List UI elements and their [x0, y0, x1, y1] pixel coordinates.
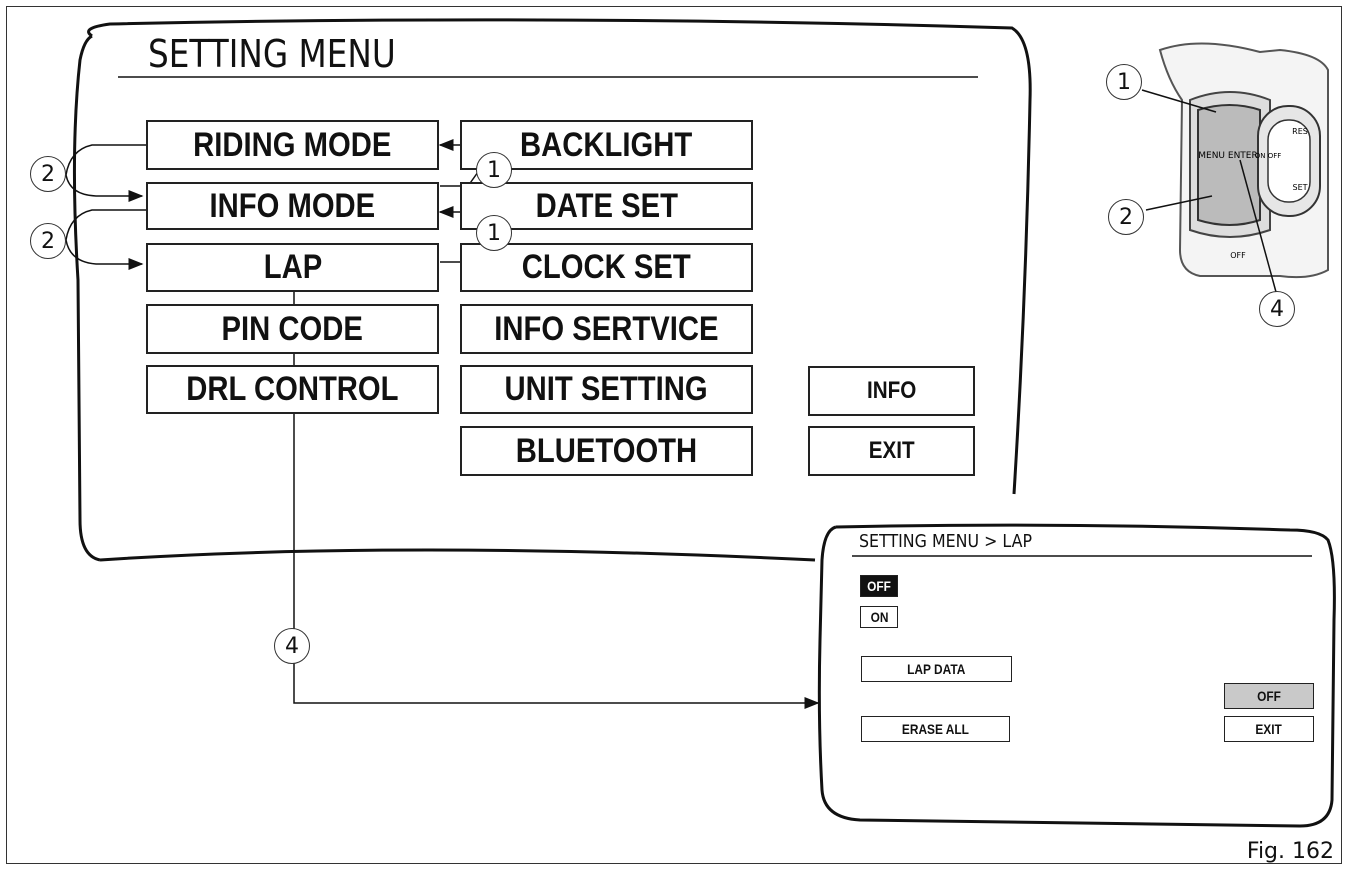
menu-item-riding-mode[interactable]: RIDING MODE	[146, 120, 439, 170]
menu-item-backlight[interactable]: BACKLIGHT	[460, 120, 753, 170]
on-off-label: ON OFF	[1255, 152, 1282, 160]
leader-2	[1145, 195, 1213, 211]
main-screen-outline	[72, 18, 1032, 562]
toggle-on[interactable]: ON	[860, 606, 898, 628]
callout-1-lower: 1	[476, 215, 512, 251]
callout-4-controller: 4	[1259, 291, 1295, 327]
sub-screen-outline	[817, 523, 1336, 828]
bracket-2-top	[65, 144, 146, 202]
figure-frame	[6, 6, 1342, 864]
lap-data-button[interactable]: LAP DATA	[861, 656, 1012, 682]
handlebar-controller: MENU ENTER RES SET ON OFF OFF	[1158, 42, 1329, 279]
lap-to-submenu-line	[293, 292, 820, 709]
menu-item-pin-code[interactable]: PIN CODE	[146, 304, 439, 354]
leader-4	[1239, 159, 1277, 293]
callout-2-controller: 2	[1108, 199, 1144, 235]
erase-all-button[interactable]: ERASE ALL	[861, 716, 1010, 742]
callout-1-controller: 1	[1106, 64, 1142, 100]
exit-button[interactable]: EXIT	[808, 426, 975, 476]
leader-1	[1141, 89, 1217, 113]
menu-item-bluetooth[interactable]: BLUETOOTH	[460, 426, 753, 476]
callout-1-upper: 1	[476, 152, 512, 188]
toggle-off[interactable]: OFF	[860, 575, 898, 597]
callout-2-lower: 2	[30, 223, 66, 259]
menu-item-lap[interactable]: LAP	[146, 243, 439, 292]
info-button[interactable]: INFO	[808, 366, 975, 416]
off-button[interactable]: OFF	[1224, 683, 1314, 709]
submenu-title: SETTING MENU > LAP	[859, 531, 1033, 552]
submenu-exit-button[interactable]: EXIT	[1224, 716, 1314, 742]
callout-4-main: 4	[274, 628, 310, 664]
off-label: OFF	[1230, 251, 1246, 260]
menu-item-info-service[interactable]: INFO SERTVICE	[460, 304, 753, 354]
bracket-2-bottom	[65, 209, 146, 270]
callout-2-upper: 2	[30, 156, 66, 192]
menu-enter-label: MENU ENTER	[1198, 151, 1258, 161]
res-label: RES	[1292, 127, 1308, 136]
menu-item-unit-setting[interactable]: UNIT SETTING	[460, 365, 753, 414]
page-title: SETTING MENU	[148, 32, 396, 76]
menu-item-info-mode[interactable]: INFO MODE	[146, 182, 439, 230]
menu-item-drl-control[interactable]: DRL CONTROL	[146, 365, 439, 414]
figure-label: Fig. 162	[1246, 839, 1334, 864]
menu-item-clock-set[interactable]: CLOCK SET	[460, 243, 753, 292]
set-label: SET	[1292, 183, 1307, 192]
